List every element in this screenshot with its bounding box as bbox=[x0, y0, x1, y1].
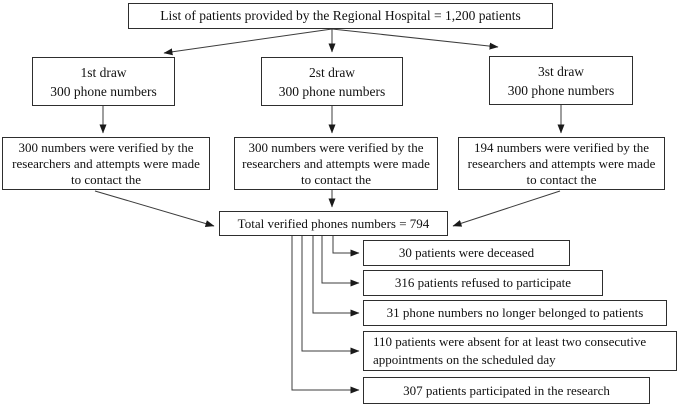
outcome-absent-text: 110 patients were absent for at least tw… bbox=[373, 334, 647, 367]
outcome-absent-box: 110 patients were absent for at least tw… bbox=[363, 331, 677, 371]
arrow-total-to-outcome2 bbox=[321, 236, 360, 287]
outcome-participated-box: 307 patients participated in the researc… bbox=[363, 377, 650, 404]
draw-2-title: 2st draw bbox=[308, 64, 356, 80]
verified-3-text: 194 numbers were verified by the researc… bbox=[467, 139, 656, 187]
outcome-wrong-number-box: 31 phone numbers no longer belonged to p… bbox=[363, 300, 667, 326]
patient-list-box: List of patients provided by the Regiona… bbox=[128, 3, 553, 29]
outcome-wrong-number-text: 31 phone numbers no longer belonged to p… bbox=[386, 305, 644, 320]
arrow-verified1-to-total bbox=[94, 190, 215, 227]
outcome-refused-box: 316 patients refused to participate bbox=[363, 270, 603, 296]
verified-1-box: 300 numbers were verified by the researc… bbox=[2, 137, 210, 190]
arrow-top-to-draw3 bbox=[331, 28, 499, 50]
outcome-refused-text: 316 patients refused to participate bbox=[394, 275, 572, 290]
patient-list-text: List of patients provided by the Regiona… bbox=[160, 8, 521, 23]
outcome-participated-text: 307 patients participated in the researc… bbox=[403, 382, 610, 398]
arrow-total-to-outcome4 bbox=[301, 236, 360, 355]
draw-1-count: 300 phone numbers bbox=[50, 83, 157, 99]
arrow-total-to-outcome3 bbox=[312, 236, 360, 317]
draw-2-box: 2st draw 300 phone numbers bbox=[261, 57, 403, 106]
arrow-total-to-outcome5 bbox=[291, 236, 360, 394]
total-verified-text: Total verified phones numbers = 794 bbox=[237, 215, 430, 231]
verified-3-box: 194 numbers were verified by the researc… bbox=[458, 137, 665, 190]
outcome-deceased-text: 30 patients were deceased bbox=[398, 245, 535, 260]
total-verified-box: Total verified phones numbers = 794 bbox=[219, 211, 448, 236]
arrow-verified3-to-total bbox=[452, 190, 561, 227]
draw-3-box: 3st draw 300 phone numbers bbox=[489, 56, 633, 105]
verified-1-text: 300 numbers were verified by the researc… bbox=[12, 139, 200, 187]
verified-2-box: 300 numbers were verified by the researc… bbox=[234, 137, 438, 190]
draw-3-title: 3st draw bbox=[537, 63, 585, 79]
draw-3-count: 300 phone numbers bbox=[507, 82, 615, 98]
verified-2-text: 300 numbers were verified by the researc… bbox=[242, 139, 430, 187]
arrow-total-to-outcome1 bbox=[332, 236, 360, 257]
arrow-top-to-draw1 bbox=[163, 28, 333, 56]
draw-1-title: 1st draw bbox=[80, 64, 127, 80]
draw-2-count: 300 phone numbers bbox=[278, 83, 386, 99]
outcome-deceased-box: 30 patients were deceased bbox=[363, 240, 570, 266]
draw-1-box: 1st draw 300 phone numbers bbox=[32, 57, 175, 106]
